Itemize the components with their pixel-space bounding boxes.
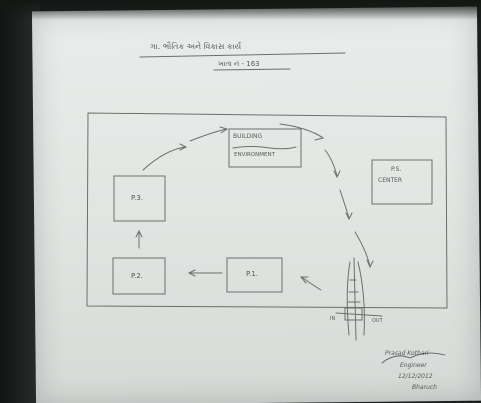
page-subtitle: ખાતા નં - 163: [218, 60, 260, 68]
arrowhead-5: [345, 212, 353, 221]
page-title: ગા. ભૌતિક અને વિકાસ કાર્ય: [150, 42, 242, 51]
gate-box: [344, 307, 363, 321]
label-p2: P.2.: [131, 272, 144, 280]
arrow-p3-to-building: [142, 146, 186, 171]
arrowhead-1: [179, 143, 188, 151]
arrowhead-8: [187, 269, 196, 277]
label-p1: P.1.: [246, 270, 259, 278]
box-building: [228, 128, 302, 168]
arrow-down-1: [324, 149, 338, 177]
arrow-down-2: [339, 189, 350, 219]
box-p2: [112, 257, 166, 295]
site-boundary: [86, 112, 448, 309]
label-p3: P.3.: [131, 194, 144, 202]
arrow-down-3: [354, 231, 371, 267]
arrowhead-3: [314, 132, 325, 141]
label-center: P.S.: [391, 166, 402, 173]
gate-label-out: OUT: [372, 318, 383, 324]
title-underline: [139, 52, 346, 58]
dark-background-top: [0, 0, 481, 20]
subtitle-underline: [213, 68, 291, 71]
arrow-to-p1: [301, 276, 322, 291]
box-p3: [113, 175, 166, 222]
arrow-p3-building-2: [189, 128, 227, 142]
arrowhead-2: [219, 126, 229, 134]
label-building: BUILDING: [233, 133, 263, 140]
arrowhead-4: [333, 170, 341, 179]
gate-label-in: IN: [330, 316, 336, 322]
box-p1: [226, 257, 283, 293]
arrowhead-9: [135, 229, 143, 238]
gate-road-mid: [353, 257, 357, 341]
signature-line-3: Bharuch: [412, 384, 437, 391]
box-center: [371, 159, 433, 205]
gate-road-left: [346, 261, 351, 336]
building-scribble: [232, 146, 297, 150]
label-center-sub: CENTER: [378, 177, 403, 184]
signature-line-1: Engineer: [400, 362, 427, 369]
signature-name: Prasad Kothari: [385, 350, 429, 357]
gate-road-right: [357, 261, 365, 336]
arrowhead-6: [366, 259, 374, 269]
signature-line-2: 12/12/2012: [398, 373, 433, 380]
signature-flourish: [381, 352, 446, 364]
label-environment: ENVIRONMENT: [234, 152, 275, 158]
gate-bar: [335, 312, 383, 317]
arrowhead-7: [299, 276, 309, 284]
